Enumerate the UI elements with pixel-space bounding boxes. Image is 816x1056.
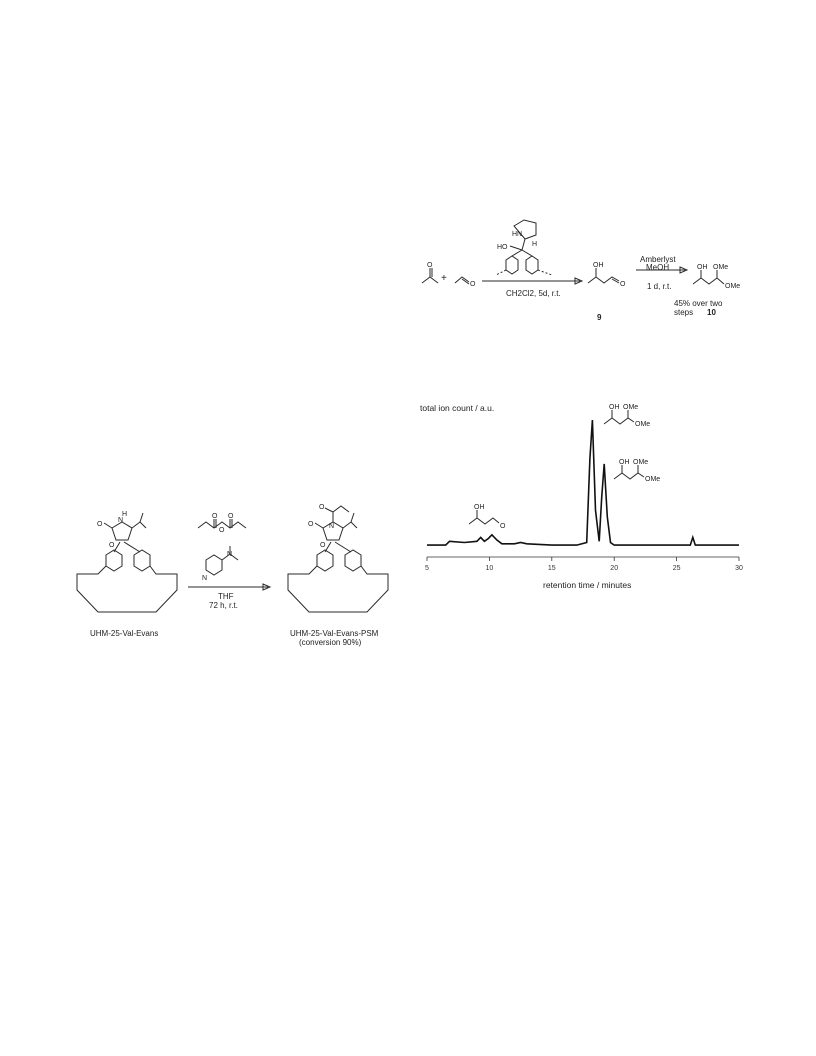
compound-10-number: 10 (707, 308, 716, 317)
inset-compound-10-peak1: OH OMe OMe (603, 404, 650, 428)
product-ring-carbonyl-oxygen: O (308, 521, 314, 528)
x-tick-label: 25 (673, 565, 681, 572)
anhydride-bridge-oxygen: O (219, 527, 225, 534)
product-label-line1: UHM-25-Val-Evans-PSM (290, 629, 379, 638)
yield-text-line1: 45% over two (674, 299, 723, 308)
inset-9-oxygen: O (500, 523, 506, 530)
inset-10a-methoxy-top: OMe (623, 404, 638, 411)
sm-carbonyl-oxygen: O (97, 521, 103, 528)
inset-9-hydroxyl: OH (474, 504, 485, 511)
reactant-plus-sign: + (441, 273, 447, 284)
x-tick-label: 30 (735, 565, 743, 572)
reaction-solvent: THF (218, 592, 234, 601)
acetone-structure: O (421, 262, 439, 284)
inset-10b-methoxy-bottom: OMe (645, 476, 660, 483)
compound-9-number: 9 (597, 313, 602, 322)
anhydride-oxygen-2: O (228, 513, 234, 520)
catalyst-h: H (532, 241, 537, 248)
inset-compound-10-peak2: OH OMe OMe (613, 459, 660, 483)
anhydride-oxygen-1: O (212, 513, 218, 520)
aldol-conditions: CH2Cl2, 5d, r.t. (506, 289, 561, 298)
compound-10-methoxy-bottom: OMe (725, 283, 740, 290)
catalyst-hn: HN (512, 231, 522, 238)
uhm-25-val-evans-structure: O N H O (76, 511, 178, 613)
acetaldehyde-structure: O (454, 276, 476, 288)
chromatogram-trace (427, 419, 739, 546)
dmap-amine-nitrogen: N (227, 551, 232, 558)
compound-9-aldehyde-oxygen: O (620, 281, 626, 288)
inset-10b-methoxy-top: OMe (633, 459, 648, 466)
acetone-oxygen: O (427, 262, 433, 269)
inset-10a-hydroxyl: OH (609, 404, 620, 411)
compound-10-hydroxyl: OH (697, 264, 708, 271)
x-tick-label: 20 (610, 565, 618, 572)
propionic-anhydride-structure: O O O (197, 513, 247, 534)
product-nitrogen: N (329, 523, 334, 530)
x-tick-label: 5 (425, 565, 429, 572)
uhm-25-val-evans-psm-structure: O N O O (287, 504, 389, 613)
product-label-line2: (conversion 90%) (299, 638, 362, 647)
dmap-structure: N N (202, 546, 239, 582)
inset-10b-hydroxyl: OH (619, 459, 630, 466)
methanol-reagent: MeOH (646, 263, 670, 272)
x-tick-label: 10 (486, 565, 494, 572)
inset-compound-9: OH O (468, 504, 506, 530)
product-ring-oxygen: O (320, 542, 326, 549)
prolinol-catalyst-structure: HN HO H (495, 219, 553, 276)
amberlyst-reagent: Amberlyst (640, 255, 676, 264)
catalyst-ho: HO (497, 244, 508, 251)
reaction-time: 72 h, r.t. (209, 601, 238, 610)
chromatogram-x-axis-label: retention time / minutes (543, 580, 632, 590)
acetaldehyde-oxygen: O (470, 281, 476, 288)
compound-9-hydroxyl: OH (593, 262, 604, 269)
sm-nh-hydrogen: H (122, 511, 127, 518)
compound-10-structure: OH OMe OMe (692, 264, 740, 290)
sm-ring-oxygen: O (109, 542, 115, 549)
starting-material-label: UHM-25-Val-Evans (90, 629, 159, 638)
x-tick-label: 15 (548, 565, 556, 572)
compound-10-methoxy-top: OMe (713, 264, 728, 271)
chromatogram-y-axis-label: total ion count / a.u. (420, 403, 495, 413)
compound-9-structure: OH O (587, 262, 626, 288)
inset-10a-methoxy-bottom: OMe (635, 421, 650, 428)
sm-nitrogen: N (118, 517, 123, 524)
product-acyl-oxygen: O (319, 504, 325, 511)
acetalization-time: 1 d, r.t. (647, 282, 672, 291)
dmap-pyridine-nitrogen: N (202, 575, 207, 582)
yield-text-line2: steps (674, 308, 694, 317)
